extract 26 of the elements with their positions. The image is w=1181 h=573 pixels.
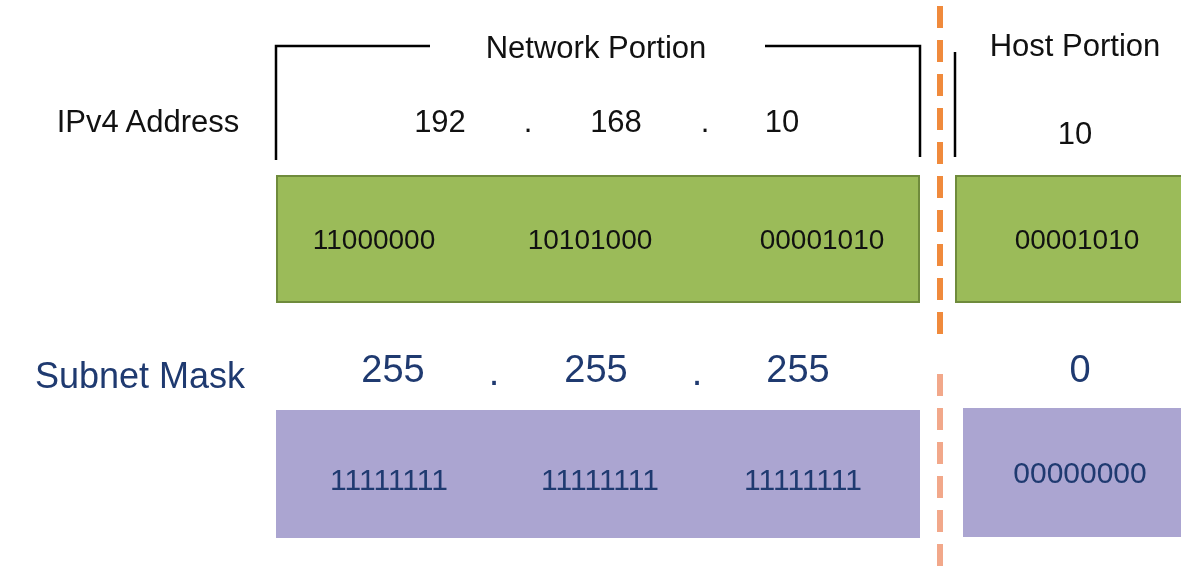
binary-value: 11111111 <box>330 465 448 495</box>
binary-value: 00001010 <box>759 226 885 254</box>
row-label: Subnet Mask <box>34 358 246 394</box>
dot-separator: . <box>691 353 703 391</box>
binary-mask-band <box>276 410 920 538</box>
binary-value: 11111111 <box>541 465 659 495</box>
octet-value: 255 <box>361 350 425 388</box>
octet-value: 0 <box>1069 350 1091 388</box>
dot-separator: . <box>700 105 710 137</box>
octet-value: 10 <box>1057 117 1093 149</box>
binary-value: 11111111 <box>744 465 862 495</box>
octet-value: 255 <box>564 350 628 388</box>
octet-value: 10 <box>764 105 800 137</box>
binary-value: 11000000 <box>312 226 436 254</box>
binary-value: 00000000 <box>1013 458 1147 488</box>
row-label: IPv4 Address <box>56 105 240 137</box>
dot-separator: . <box>488 353 500 391</box>
binary-octet-band <box>955 175 1181 303</box>
binary-value: 00001010 <box>1014 226 1140 254</box>
octet-value: 168 <box>590 105 642 137</box>
octet-value: 192 <box>414 105 466 137</box>
binary-octets-band <box>276 175 920 303</box>
binary-mask-band <box>963 408 1181 537</box>
dot-separator: . <box>523 105 533 137</box>
binary-value: 10101000 <box>527 226 653 254</box>
octet-value: 255 <box>766 350 830 388</box>
